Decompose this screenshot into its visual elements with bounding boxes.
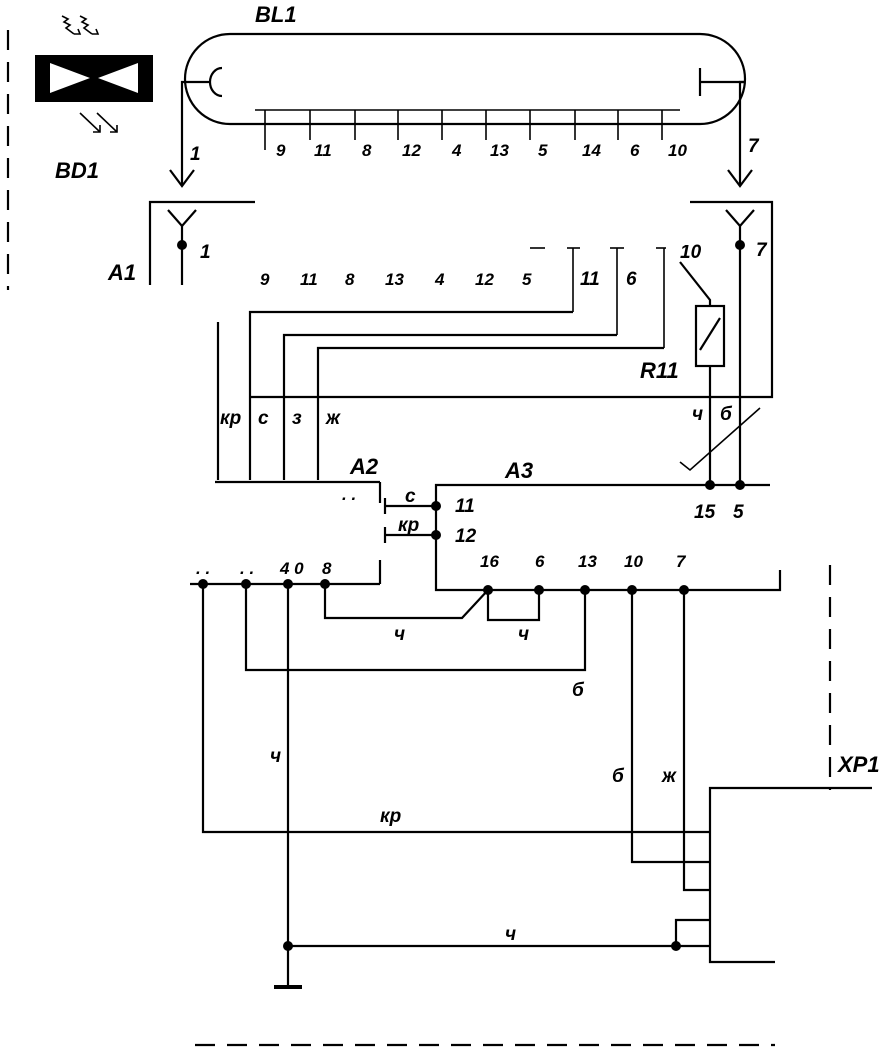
a3-pin-5-label: 5 — [733, 502, 744, 523]
board-a1 — [148, 200, 774, 485]
a3-label: A3 — [504, 458, 533, 483]
a2-a3-interconnect — [383, 498, 436, 543]
a1-pin-fragment: 8 — [345, 270, 355, 289]
xp1-junction-dot — [671, 941, 681, 951]
wire-color-b-2: б — [612, 766, 625, 787]
tube-pin-label: 4 — [451, 141, 462, 160]
a1-pin-7-label: 7 — [756, 240, 768, 261]
a3-bottom-pins: 16 6 13 10 7 — [480, 552, 687, 571]
connector-arrow-left — [169, 169, 195, 188]
light-arrows-out — [79, 112, 118, 133]
indicator-tube-bl1 — [180, 32, 747, 185]
light-arrows-in — [61, 15, 100, 35]
tube-pin-label: 10 — [668, 141, 687, 160]
wire-color-ch-3: ч — [270, 746, 281, 767]
a1-pin-fragment: 5 — [522, 270, 532, 289]
tube-pin-label: 6 — [630, 141, 640, 160]
a1-pin-fragment: 12 — [475, 270, 494, 289]
xp1-label: XP1 — [836, 752, 880, 777]
photodiode-bd1 — [35, 15, 153, 133]
wire-color-b-1: б — [572, 680, 585, 701]
a3-pin-11-dot — [431, 501, 441, 511]
a3-pin-fragment: 7 — [676, 552, 687, 571]
obscured-region — [255, 165, 690, 245]
a3-pin-12-dot — [431, 530, 441, 540]
tube-pin-label: 14 — [582, 141, 601, 160]
a2-bottom-pins: . . . . 4 0 8 — [196, 559, 332, 578]
tube-pin-label: 5 — [538, 141, 548, 160]
ground-junction-dot — [283, 941, 293, 951]
a3-pin-fragment: 13 — [578, 552, 597, 571]
wire-color-ch-2: ч — [518, 624, 529, 645]
a2-top-pin: . . — [342, 485, 356, 504]
wire-color-s: с — [258, 408, 269, 429]
wire-color-z: з — [292, 408, 302, 429]
wire-color-kr-a2: кр — [398, 515, 419, 536]
a1-pin-1-dot — [177, 240, 187, 250]
wire-color-zh-2: ж — [661, 766, 677, 787]
tube-pin-label: 11 — [314, 141, 332, 160]
bd1-label: BD1 — [55, 158, 99, 183]
wire-color-ch-4: ч — [505, 924, 516, 945]
r11-label: R11 — [640, 358, 679, 383]
tube-pin-label: 9 — [276, 141, 286, 160]
tube-left-pin-label: 1 — [190, 144, 201, 165]
a2-pin-fragment: 4 0 — [279, 559, 304, 578]
connector-xp1 — [708, 786, 872, 964]
wire-color-kr: кр — [220, 408, 241, 429]
a2-pin-fragment: . . — [240, 559, 254, 578]
a1-bottom-pin-fragments: 9 11 8 13 4 12 5 — [260, 270, 532, 289]
bl1-label: BL1 — [255, 2, 297, 27]
a2-pin-fragment: . . — [196, 559, 210, 578]
a2-pin-fragment: 8 — [322, 559, 332, 578]
a1-pin-fragment: 9 — [260, 270, 270, 289]
tube-pin-label: 12 — [402, 141, 421, 160]
tube-pin-label: 13 — [490, 141, 509, 160]
a1-pin-7-dot — [735, 240, 745, 250]
wire-color-s-a2: с — [405, 486, 416, 507]
wire-color-ch-r11: ч — [692, 404, 703, 425]
board-a3 — [434, 483, 782, 592]
a3-pin-fragment: 16 — [480, 552, 499, 571]
a1-pin-fragment: 13 — [385, 270, 404, 289]
wire-color-kr-2: кр — [380, 806, 401, 827]
a1-pin-1-label: 1 — [200, 242, 211, 263]
a1-pin-fragment: 4 — [434, 270, 445, 289]
wire-color-b-r11: б — [720, 404, 733, 425]
a1-pin-6-label: 6 — [626, 269, 637, 290]
a2-label: A2 — [349, 454, 379, 479]
a1-wires — [248, 310, 664, 480]
a1-pin-row — [530, 247, 666, 348]
tube-pin-labels: 9 11 8 12 4 13 5 14 6 10 — [276, 141, 687, 160]
resistor-r11 — [679, 261, 726, 485]
wire-color-ch-1: ч — [394, 624, 405, 645]
a3-pin-11-label: 11 — [455, 496, 475, 517]
connector-arrow-right — [727, 169, 753, 188]
a1-pin-11-label: 11 — [580, 269, 600, 290]
tube-right-pin-label: 7 — [748, 136, 760, 157]
a3-pin-15-dot — [705, 480, 715, 490]
a3-pin-fragment: 10 — [624, 552, 643, 571]
a3-pin-fragment: 6 — [535, 552, 545, 571]
tube-pin-comb — [255, 109, 680, 150]
wire-color-zh: ж — [325, 408, 341, 429]
a1-pin-10-label: 10 — [680, 242, 702, 263]
a3-pin-12-label: 12 — [455, 526, 477, 547]
twisted-pair-mark — [679, 407, 761, 472]
a3-pin-15-label: 15 — [694, 502, 716, 523]
a1-label: A1 — [107, 260, 136, 285]
a1-pin-fragment: 11 — [300, 270, 318, 289]
a3-pin-5-dot — [735, 480, 745, 490]
tube-pin-label: 8 — [362, 141, 372, 160]
lower-wiring — [201, 584, 710, 985]
